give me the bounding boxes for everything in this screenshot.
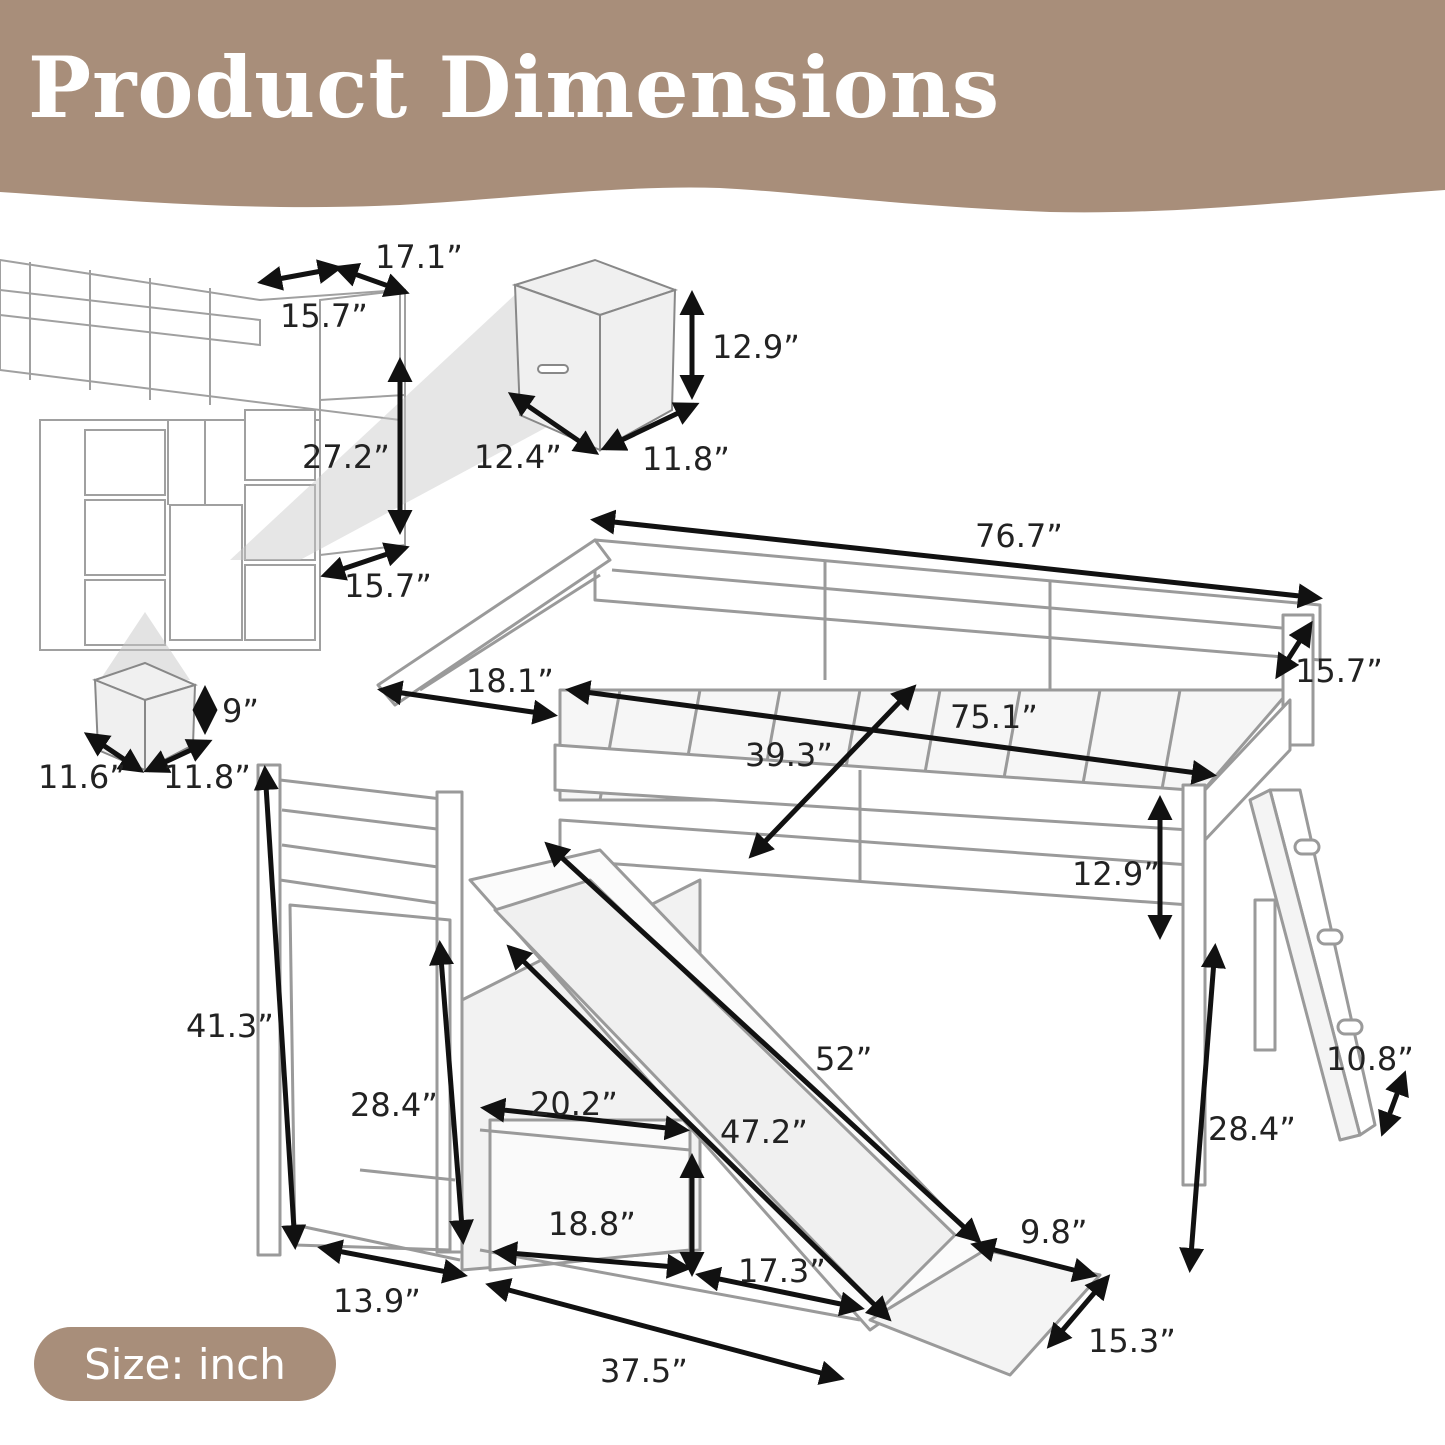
dim-label: 15.7” [344, 567, 432, 605]
dim-label: 75.1” [950, 698, 1038, 736]
dim-label: 15.3” [1088, 1322, 1176, 1360]
dim-label: 17.3” [738, 1252, 826, 1290]
dim-label: 41.3” [186, 1007, 274, 1045]
dim-label: 10.8” [1326, 1040, 1414, 1078]
dimension-arrows [83, 259, 1409, 1385]
dim-label: 27.2” [302, 438, 390, 476]
page-title: Product Dimensions [28, 38, 1001, 137]
dim-label: 9” [222, 692, 259, 730]
dim-label: 11.8” [642, 440, 730, 478]
dim-label: 17.1” [375, 238, 463, 276]
dim-label: 11.6” [38, 758, 126, 796]
dim-label: 12.9” [712, 328, 800, 366]
header-banner [0, 0, 1445, 213]
dim-label: 15.7” [1295, 652, 1383, 690]
dimension-labels: 17.1” 15.7” 12.9” 27.2” 12.4” 11.8” 15.7… [38, 238, 1414, 1390]
size-unit-badge: Size: inch [34, 1327, 336, 1401]
dim-label: 76.7” [975, 517, 1063, 555]
dim-label: 47.2” [720, 1113, 808, 1151]
dim-label: 39.3” [745, 736, 833, 774]
dim-label: 9.8” [1020, 1213, 1087, 1251]
dim-label: 37.5” [600, 1352, 688, 1390]
dim-label: 13.9” [333, 1282, 421, 1320]
dim-label: 15.7” [280, 297, 368, 335]
dim-label: 52” [815, 1040, 872, 1078]
size-unit-label: Size: inch [84, 1339, 286, 1389]
storage-bin-large [511, 258, 678, 452]
loft-bed-dresser-thumbnail [0, 258, 406, 651]
dim-label: 18.1” [466, 662, 554, 700]
dim-label: 28.4” [350, 1086, 438, 1124]
dim-label: 28.4” [1208, 1110, 1296, 1148]
dim-label: 20.2” [530, 1085, 618, 1123]
dim-label: 11.8” [163, 758, 251, 796]
dim-label: 12.9” [1072, 855, 1160, 893]
dim-label: 12.4” [474, 438, 562, 476]
dim-label: 18.8” [548, 1205, 636, 1243]
